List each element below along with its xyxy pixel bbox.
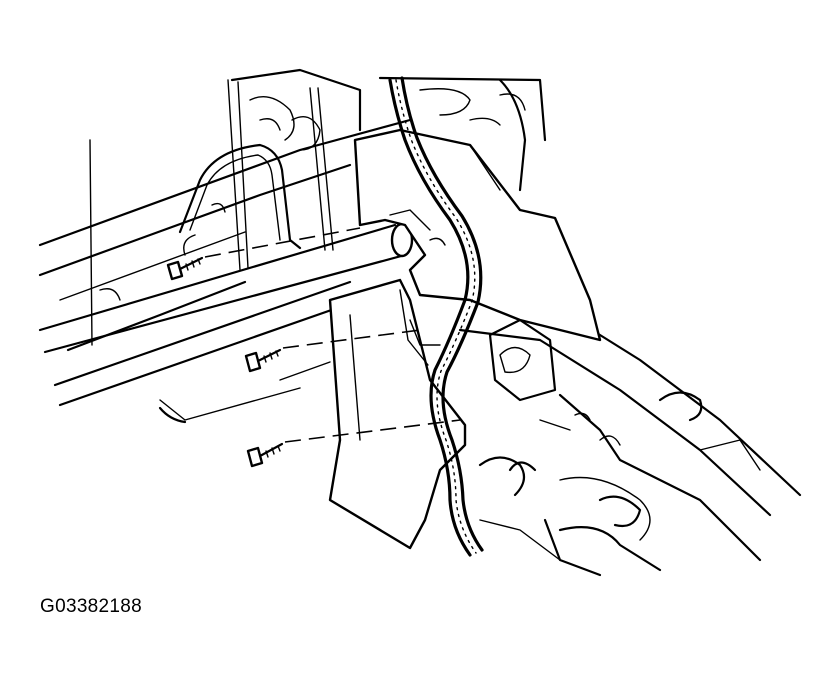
screw-icon [244, 348, 282, 373]
wire-harness [388, 76, 484, 557]
body-frame [38, 68, 547, 352]
sill-rail [53, 280, 362, 424]
screw-icon [166, 256, 204, 281]
screw-icon [246, 442, 284, 468]
upper-shield [353, 128, 602, 342]
alignment-lines [204, 227, 461, 443]
lower-structure [458, 78, 802, 577]
lower-shield [328, 278, 467, 550]
wire-bracket [178, 143, 302, 250]
figure-identifier: G03382188 [40, 596, 143, 617]
